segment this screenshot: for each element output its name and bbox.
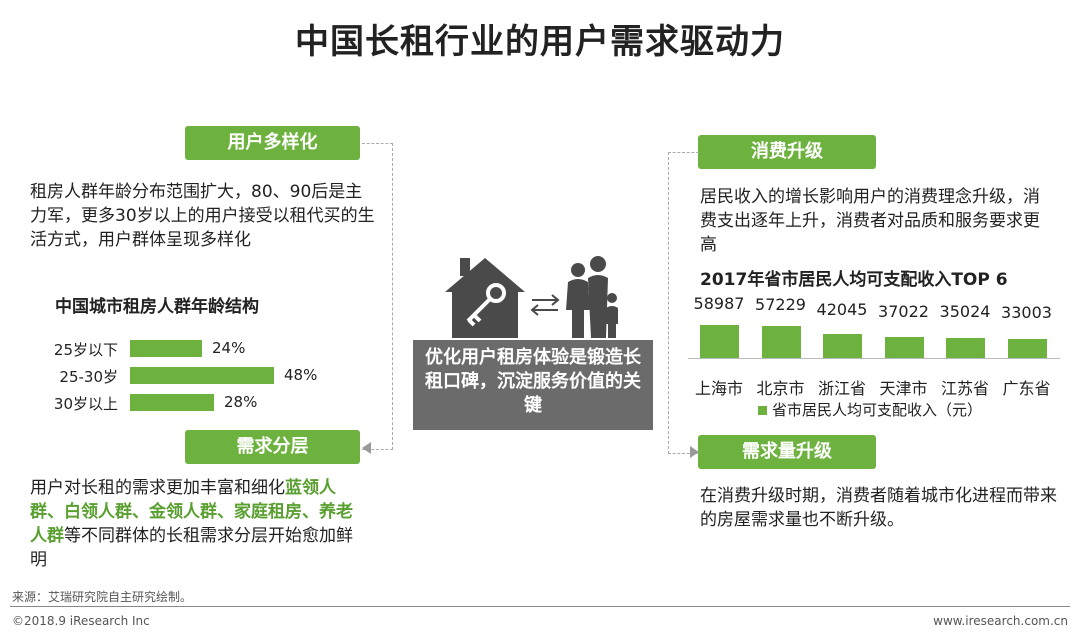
family-icon <box>566 256 618 338</box>
exchange-arrows-icon <box>530 294 560 316</box>
income-category-label: 天津市 <box>879 379 928 398</box>
footer-divider <box>10 606 1070 607</box>
left-connector <box>362 143 393 450</box>
age-category-label: 25岁以下 <box>53 341 118 359</box>
layered-text-pre: 用户对长租的需求更加丰富和细化 <box>30 478 285 498</box>
income-value-label: 42045 <box>816 300 868 320</box>
income-value-label: 57229 <box>755 294 806 314</box>
income-chart-title: 2017年省市居民人均可支配收入TOP 6 <box>700 270 1008 290</box>
house-icon <box>445 258 525 338</box>
age-bar <box>130 394 214 411</box>
income-bar <box>761 325 801 358</box>
right-connector-arrow <box>690 446 699 458</box>
income-category-label: 上海市 <box>694 379 743 398</box>
layered-label: 需求分层 <box>185 430 360 464</box>
key-icon <box>466 283 506 327</box>
age-category-label: 25-30岁 <box>59 368 118 386</box>
center-box: 优化用户租房体验是锻造长租口碑，沉淀服务价值的关键 <box>413 340 653 430</box>
copyright: ©2018.9 iResearch Inc <box>12 614 150 628</box>
income-value-label: 33003 <box>1001 303 1052 323</box>
income-value-label: 35024 <box>939 302 991 322</box>
consume-label: 消费升级 <box>698 135 876 169</box>
left-connector-arrow <box>362 442 371 454</box>
income-category-label: 浙江省 <box>817 379 866 398</box>
income-bar <box>700 324 739 358</box>
income-category-label: 江苏省 <box>940 379 989 398</box>
income-value-label: 58987 <box>693 294 745 314</box>
page-title: 中国长租行业的用户需求驱动力 <box>295 22 785 62</box>
age-value-label: 48% <box>284 366 318 384</box>
right-connector <box>668 152 699 454</box>
layered-text-groups: 蓝领人群、白领人群、金领人群、家庭租房、养老人群 <box>30 478 353 546</box>
website: www.iresearch.com.cn <box>933 614 1068 628</box>
income-category-label: 北京市 <box>756 379 805 398</box>
income-bar <box>823 334 862 358</box>
age-category-label: 30岁以上 <box>53 395 118 413</box>
income-category-label: 广东省 <box>1002 379 1051 398</box>
age-bar <box>130 367 274 384</box>
age-chart-title: 中国城市租房人群年龄结构 <box>55 297 259 317</box>
age-bar <box>130 340 202 357</box>
diversify-label: 用户多样化 <box>185 126 360 160</box>
income-bar <box>1007 339 1047 358</box>
house-key-family-illustration <box>445 256 618 338</box>
source-note: 来源：艾瑞研究院自主研究绘制。 <box>12 590 193 604</box>
income-legend: 省市居民人均可支配收入（元） <box>758 399 982 420</box>
income-axis <box>688 358 1060 359</box>
layered-text-post: 等不同群体的长租需求分层开始愈加鲜明 <box>30 526 353 570</box>
age-value-label: 24% <box>212 339 246 357</box>
demand-label: 需求量升级 <box>698 435 876 469</box>
income-bar <box>946 338 985 358</box>
legend-label: 省市居民人均可支配收入（元） <box>772 401 983 419</box>
legend-swatch <box>758 406 767 415</box>
income-bar <box>884 337 924 358</box>
consume-text: 居民收入的增长影响用户的消费理念升级，消费支出逐年上升，消费者对品质和服务要求更… <box>700 187 1040 255</box>
age-chart: 25岁以下 24% 25-30岁 48% 30岁以上 28% <box>0 330 380 430</box>
demand-text: 在消费升级时期，消费者随着城市化进程而带来的房屋需求量也不断升级。 <box>700 486 1057 530</box>
diversify-text: 租房人群年龄分布范围扩大，80、90后是主力军，更多30岁以上的用户接受以租代买… <box>30 182 375 250</box>
income-value-label: 37022 <box>878 301 929 321</box>
center-text: 优化用户租房体验是锻造长租口碑，沉淀服务价值的关键 <box>425 347 641 416</box>
age-value-label: 28% <box>224 393 258 411</box>
income-chart: 58987 上海市 57229 北京市 42045 浙江省 37022 天津市 35024 江苏省… <box>688 290 1068 422</box>
layered-text: 用户对长租的需求更加丰富和细化蓝领人群、白领人群、金领人群、家庭租房、养老人群等… <box>30 476 365 572</box>
